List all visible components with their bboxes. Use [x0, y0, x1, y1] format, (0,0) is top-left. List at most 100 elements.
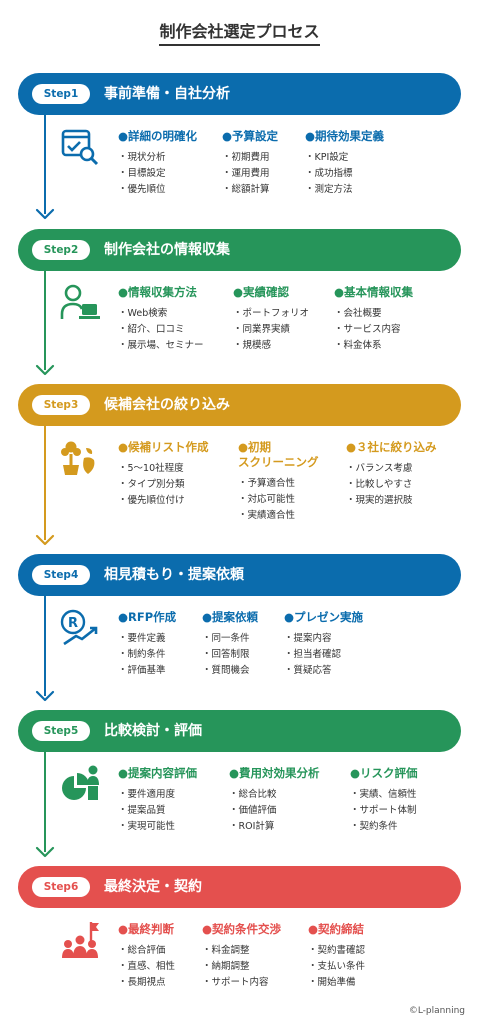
- list-item: タイプ別分類: [118, 477, 238, 493]
- column-heading: ●３社に絞り込み: [346, 440, 437, 454]
- column-heading: ●費用対効果分析: [229, 766, 320, 780]
- column-heading: ●期待効果定義: [305, 129, 385, 143]
- column-item-list: 会社概要サービス内容料金体系: [334, 306, 454, 354]
- step-4-column: ●提案依頼同一条件回答制限質問機会: [202, 610, 322, 679]
- arrow-down-icon: [35, 361, 55, 380]
- step-1-column: ●詳細の明確化現状分析目標設定優先順位: [118, 129, 238, 198]
- list-item: サポート体制: [350, 803, 470, 819]
- list-item: 同一条件: [202, 631, 322, 647]
- column-heading: ●基本情報収集: [334, 285, 414, 299]
- step-6-column: ●最終判断総合評価直感、相性長期視点: [118, 922, 238, 991]
- list-item: Web検索: [118, 306, 238, 322]
- column-item-list: 現状分析目標設定優先順位: [118, 150, 238, 198]
- step-title: 候補会社の絞り込み: [104, 397, 230, 413]
- column-heading: ●契約締結: [308, 922, 365, 936]
- list-item: 制約条件: [118, 647, 238, 663]
- column-item-list: 総合比較価値評価ROI計算: [229, 787, 349, 835]
- list-item: 規模感: [233, 338, 353, 354]
- column-item-list: 5～10社程度タイプ別分類優先順位付け: [118, 461, 238, 509]
- column-item-list: KPI設定成功指標測定方法: [305, 150, 425, 198]
- list-item: 要件適用度: [118, 787, 238, 803]
- column-item-list: 契約書確認支払い条件開始準備: [308, 943, 428, 991]
- column-heading: ●予算設定: [222, 129, 279, 143]
- step-5-column: ●リスク評価実績、信頼性サポート体制契約条件: [350, 766, 470, 835]
- search-chart-icon: [60, 127, 100, 167]
- list-item: 5～10社程度: [118, 461, 238, 477]
- column-heading: ●詳細の明確化: [118, 129, 198, 143]
- list-item: 目標設定: [118, 166, 238, 182]
- step-4-column: ●プレゼン実施提案内容担当者確認質疑応答: [284, 610, 404, 679]
- column-item-list: 総合評価直感、相性長期視点: [118, 943, 238, 991]
- column-item-list: 要件定義制約条件評価基準: [118, 631, 238, 679]
- column-heading: ●プレゼン実施: [284, 610, 364, 624]
- list-item: 実現可能性: [118, 819, 238, 835]
- step-label: Step2: [32, 240, 90, 260]
- column-heading: ●提案内容評価: [118, 766, 198, 780]
- team-flag-icon: [60, 920, 100, 960]
- list-item: 総合評価: [118, 943, 238, 959]
- list-item: ポートフォリオ: [233, 306, 353, 322]
- flow-connector-line: [44, 752, 46, 852]
- list-item: 予算適合性: [238, 476, 358, 492]
- column-item-list: 要件適用度提案品質実現可能性: [118, 787, 238, 835]
- step-label: Step1: [32, 84, 90, 104]
- step-title: 最終決定・契約: [104, 879, 202, 895]
- flow-connector-line: [44, 596, 46, 696]
- column-heading: ●最終判断: [118, 922, 175, 936]
- list-item: 測定方法: [305, 182, 425, 198]
- list-item: 直感、相性: [118, 959, 238, 975]
- step-title: 制作会社の情報収集: [104, 242, 230, 258]
- step-3-column: ●初期 スクリーニング予算適合性対応可能性実績適合性: [238, 440, 358, 524]
- list-item: 展示場、セミナー: [118, 338, 238, 354]
- list-item: 回答制限: [202, 647, 322, 663]
- list-item: KPI設定: [305, 150, 425, 166]
- list-item: 質疑応答: [284, 663, 404, 679]
- step-5-column: ●費用対効果分析総合比較価値評価ROI計算: [229, 766, 349, 835]
- step-5-column: ●提案内容評価要件適用度提案品質実現可能性: [118, 766, 238, 835]
- svg-text:R: R: [68, 616, 78, 631]
- list-item: 現実的選択肢: [346, 493, 466, 509]
- list-item: 比較しやすさ: [346, 477, 466, 493]
- list-item: ROI計算: [229, 819, 349, 835]
- column-item-list: 料金調整納期調整サポート内容: [202, 943, 322, 991]
- column-heading: ●リスク評価: [350, 766, 418, 780]
- list-item: 担当者確認: [284, 647, 404, 663]
- column-heading: ●提案依頼: [202, 610, 259, 624]
- arrow-down-icon: [35, 205, 55, 224]
- list-item: 優先順位: [118, 182, 238, 198]
- column-heading: ●候補リスト作成: [118, 440, 209, 454]
- list-item: 運用費用: [222, 166, 342, 182]
- column-heading: ●RFP作成: [118, 610, 177, 624]
- page-title: 制作会社選定プロセス: [0, 18, 479, 46]
- step-3-column: ●候補リスト作成 5～10社程度タイプ別分類優先順位付け: [118, 440, 238, 509]
- arrow-down-icon: [35, 531, 55, 550]
- list-item: 対応可能性: [238, 492, 358, 508]
- list-item: 契約条件: [350, 819, 470, 835]
- list-item: 初期費用: [222, 150, 342, 166]
- list-item: 支払い条件: [308, 959, 428, 975]
- list-item: バランス考慮: [346, 461, 466, 477]
- flower-pot-icon: [60, 438, 100, 478]
- column-heading: ●実績確認: [233, 285, 290, 299]
- step-4-column: ●RFP作成要件定義制約条件評価基準: [118, 610, 238, 679]
- arrow-down-icon: [35, 843, 55, 862]
- column-item-list: 実績、信頼性サポート体制契約条件: [350, 787, 470, 835]
- column-item-list: ポートフォリオ同業界実績規模感: [233, 306, 353, 354]
- list-item: 成功指標: [305, 166, 425, 182]
- step-label: Step6: [32, 877, 90, 897]
- step-bar-2: Step2 制作会社の情報収集: [18, 229, 461, 271]
- column-heading: ●情報収集方法: [118, 285, 198, 299]
- step-2-column: ●基本情報収集会社概要サービス内容料金体系: [334, 285, 454, 354]
- column-item-list: バランス考慮比較しやすさ現実的選択肢: [346, 461, 466, 509]
- pie-chart-person-icon: [60, 764, 100, 804]
- list-item: 同業界実績: [233, 322, 353, 338]
- flow-connector-line: [44, 426, 46, 540]
- list-item: 長期視点: [118, 975, 238, 991]
- list-item: 総額計算: [222, 182, 342, 198]
- arrow-down-icon: [35, 687, 55, 706]
- step-3-column: ●３社に絞り込みバランス考慮比較しやすさ現実的選択肢: [346, 440, 466, 509]
- list-item: 料金体系: [334, 338, 454, 354]
